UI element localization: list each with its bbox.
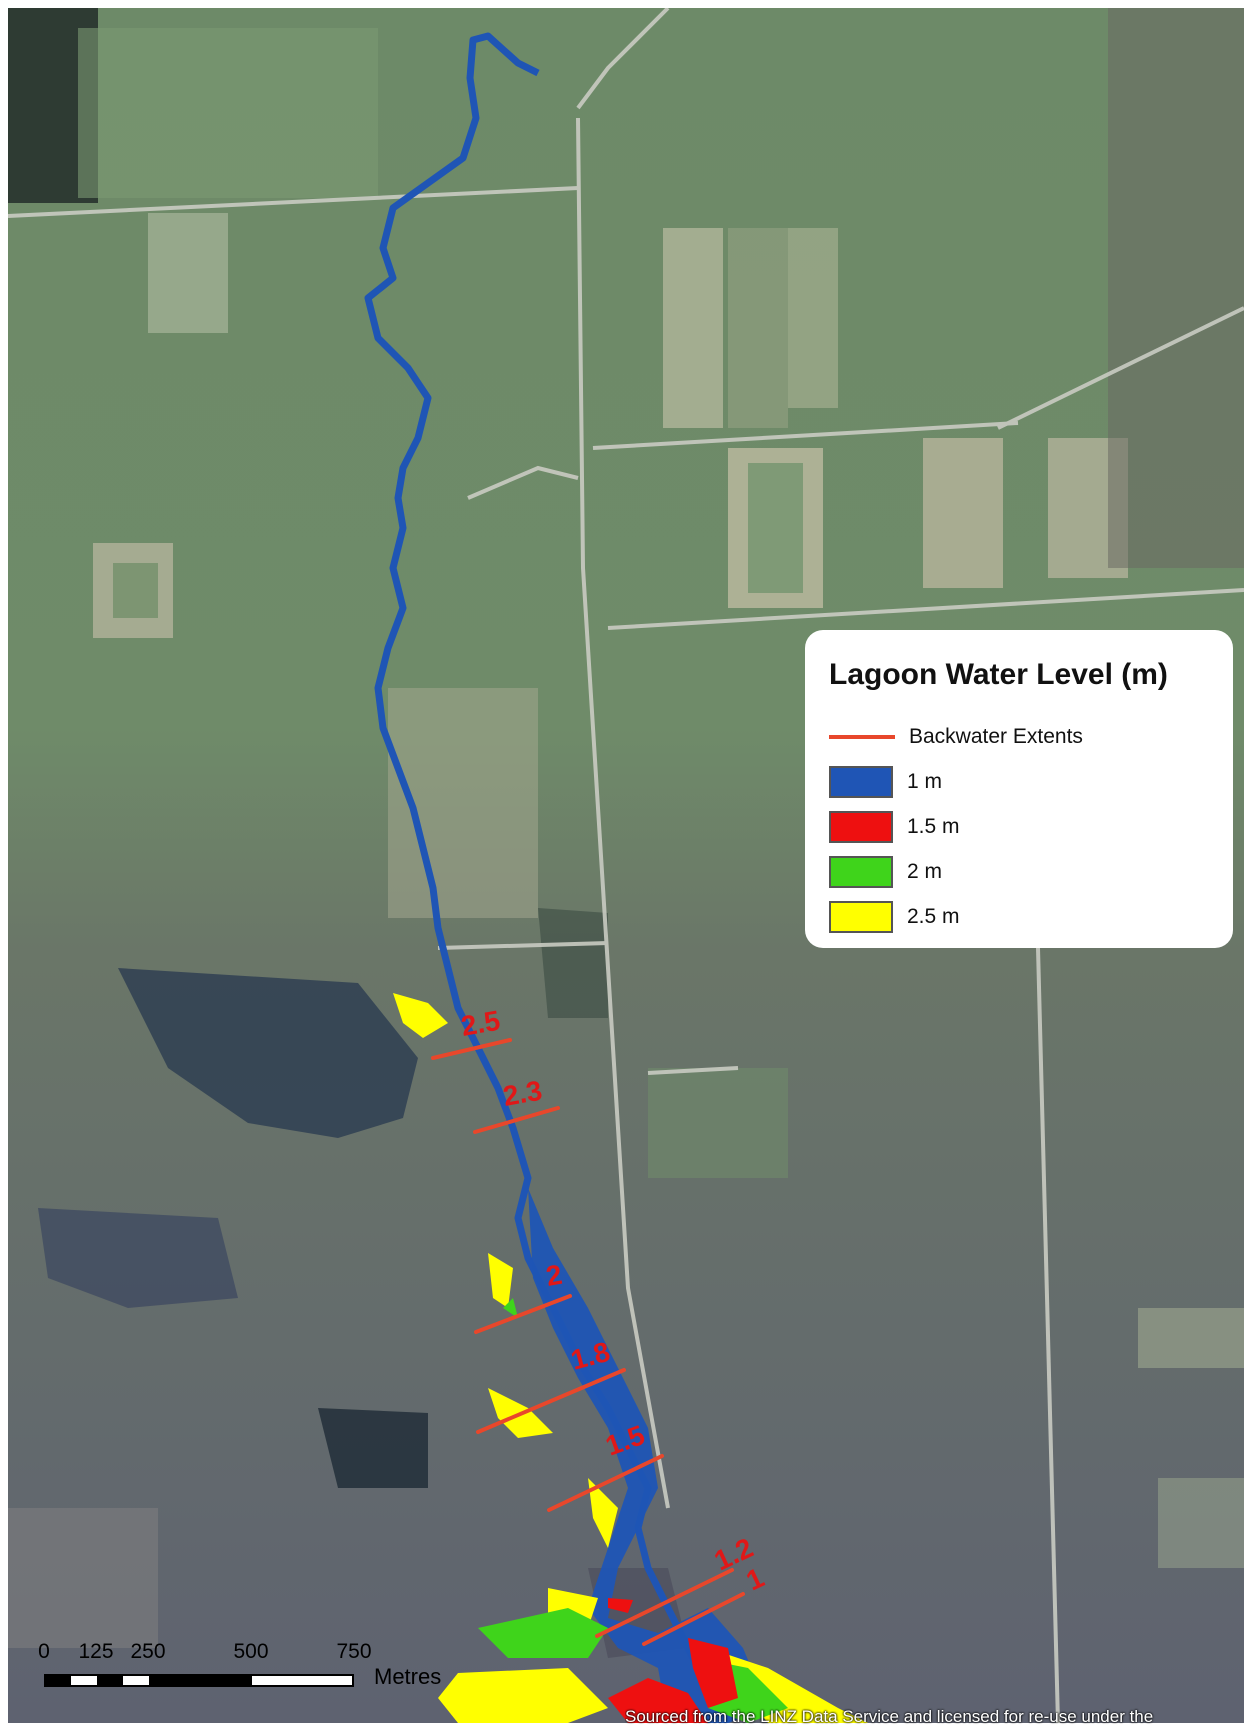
scale-tick-label: 250 <box>130 1640 166 1663</box>
extent-label: 2.5 <box>459 1005 503 1042</box>
legend-swatch <box>829 900 893 933</box>
legend-item-1-5m: 1.5 m <box>829 804 1209 849</box>
map-legend: Lagoon Water Level (m) Backwater Extents… <box>805 630 1233 948</box>
field-patches <box>8 8 1244 1648</box>
flood-1-5m <box>608 1598 738 1723</box>
roads <box>8 8 1244 1723</box>
flood-2-5m <box>393 993 868 1723</box>
legend-label: 2.5 m <box>907 904 960 928</box>
scale-tick-label: 0 <box>38 1640 50 1663</box>
scale-tick-label: 750 <box>336 1640 372 1663</box>
legend-label: Backwater Extents <box>909 724 1083 748</box>
extent-label: 2.3 <box>501 1075 545 1112</box>
scale-units: Metres <box>374 1664 442 1689</box>
scale-segments <box>44 1674 354 1687</box>
backwater-extent-lines <box>431 1038 745 1646</box>
legend-item-2m: 2 m <box>829 849 1209 894</box>
lower-channel-1m <box>528 1188 768 1723</box>
legend-label: 2 m <box>907 859 943 883</box>
legend-label: 1 m <box>907 769 943 793</box>
legend-swatch <box>829 810 893 843</box>
scale-tick-label: 500 <box>233 1640 269 1663</box>
legend-swatch <box>829 855 893 888</box>
extent-label: 2 <box>544 1259 565 1292</box>
legend-item-backwater: Backwater Extents <box>829 714 1209 759</box>
scale-bar: 0 125 250 500 750 Metres <box>38 1640 460 1700</box>
legend-label: 1.5 m <box>907 814 960 838</box>
legend-title: Lagoon Water Level (m) <box>829 658 1168 691</box>
legend-item-2-5m: 2.5 m <box>829 894 1209 939</box>
legend-swatch <box>829 765 893 798</box>
attribution-text: Sourced from the LINZ Data Service and l… <box>625 1707 1154 1726</box>
legend-item-1m: 1 m <box>829 759 1209 804</box>
scale-tick-label: 125 <box>78 1640 114 1663</box>
legend-line-symbol <box>829 734 895 739</box>
